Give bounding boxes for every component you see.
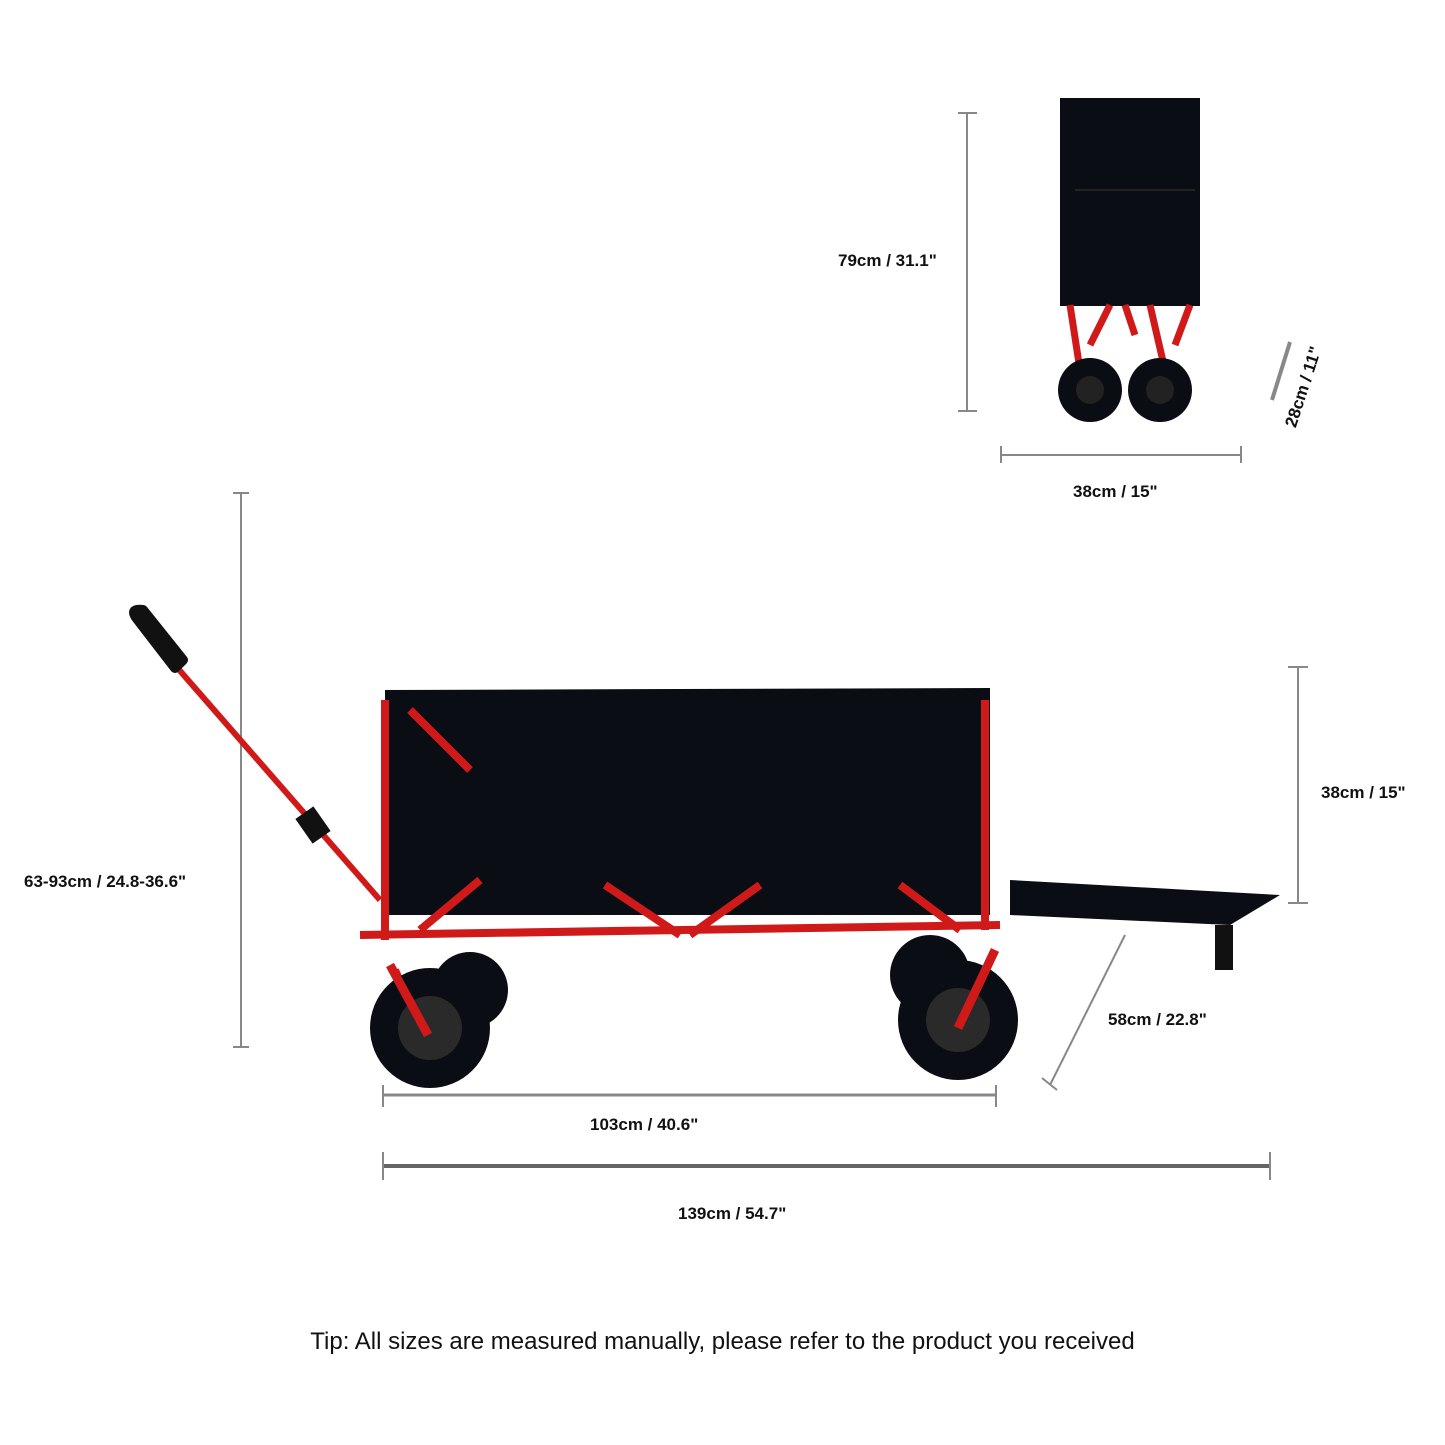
- folded-width-label: 38cm / 15": [1073, 482, 1158, 501]
- dimension-lines: [233, 112, 1308, 1180]
- body-length-label: 103cm / 40.6": [590, 1115, 699, 1134]
- tip-text: Tip: All sizes are measured manually, pl…: [310, 1328, 1135, 1355]
- open-wagon: [129, 604, 1280, 1088]
- tailgate-length-label: 58cm / 22.8": [1108, 1010, 1207, 1029]
- total-length-label: 139cm / 54.7": [678, 1204, 787, 1223]
- folded-wagon: [1058, 98, 1200, 422]
- handle-height-label: 63-93cm / 24.8-36.6": [24, 872, 187, 891]
- tailgate-height-label: 38cm / 15": [1321, 783, 1406, 802]
- folded-height-label: 79cm / 31.1": [838, 251, 937, 270]
